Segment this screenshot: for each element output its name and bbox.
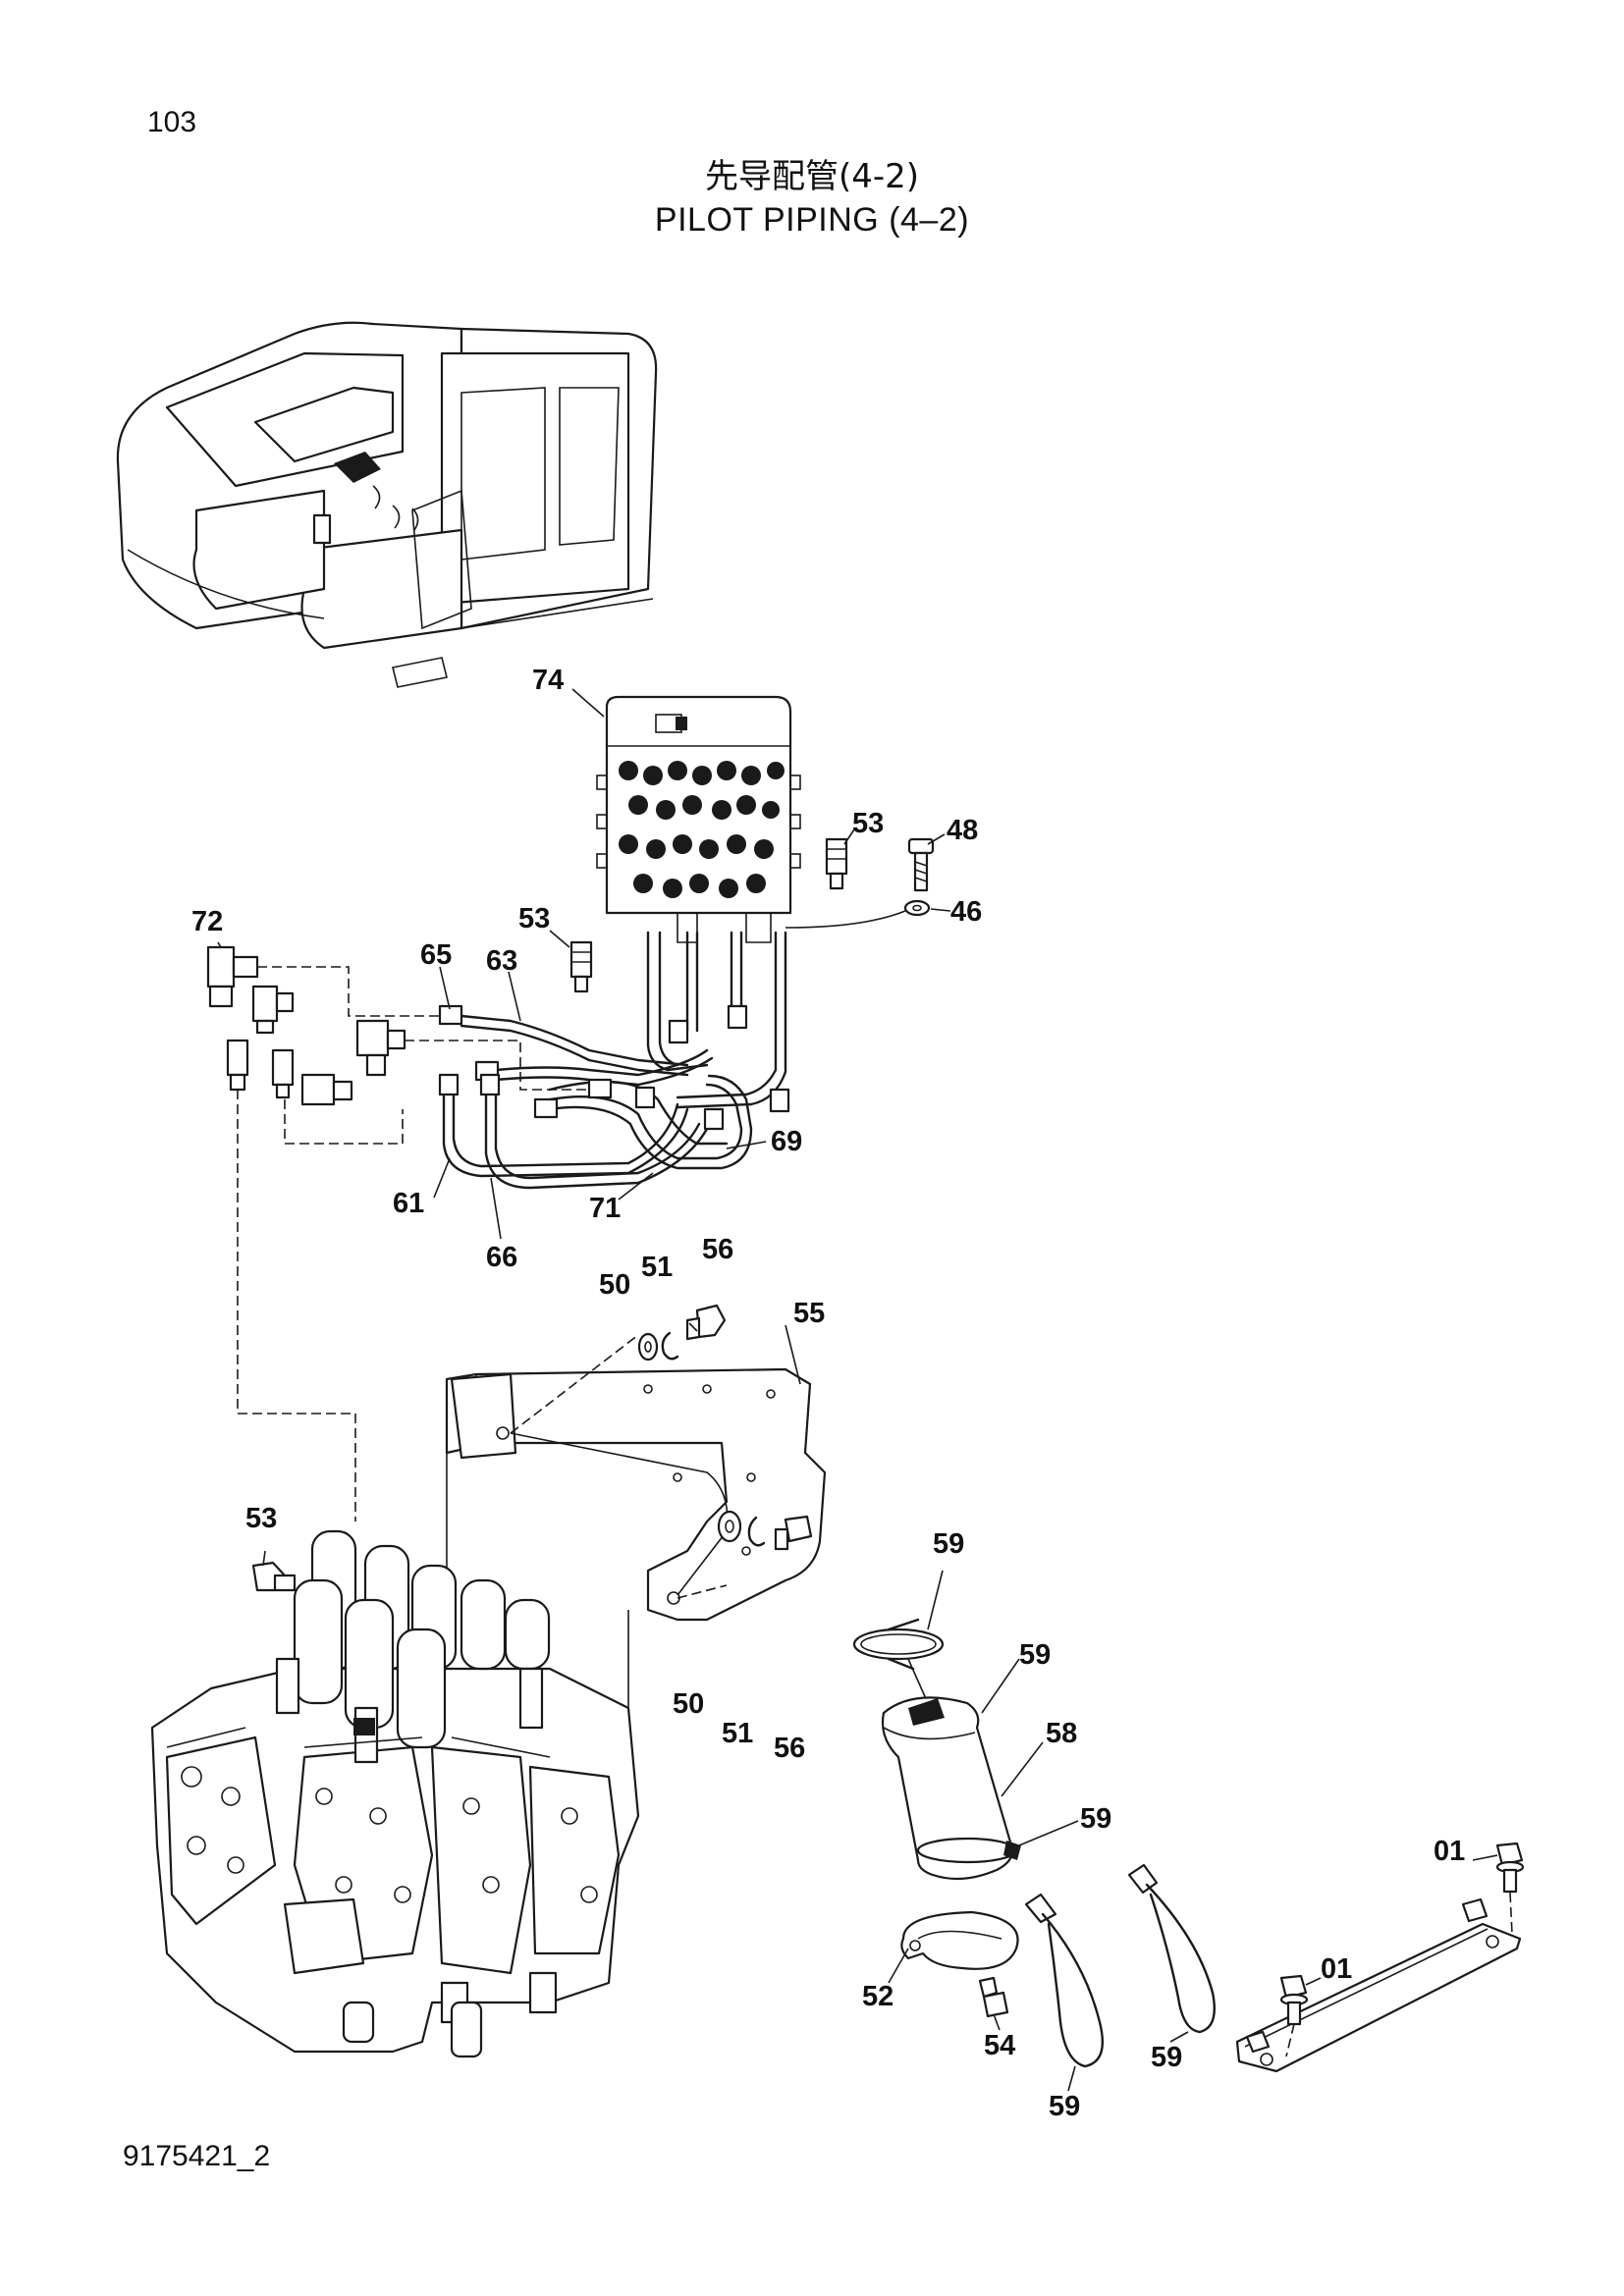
bolt-56-upper bbox=[685, 1304, 727, 1341]
clamp-59-hose-lower bbox=[916, 1837, 1021, 1864]
callout-50-upper: 50 bbox=[599, 1269, 630, 1301]
fitting-53-upper bbox=[825, 837, 848, 890]
callout-59-hose-upper: 59 bbox=[1019, 1639, 1051, 1671]
mounting-bar bbox=[1235, 1897, 1522, 2073]
hose-58 bbox=[881, 1696, 1014, 1881]
callout-56-upper: 56 bbox=[702, 1234, 733, 1265]
page-number: 103 bbox=[147, 106, 197, 138]
bolt-01-left bbox=[1279, 1974, 1309, 2026]
callout-74: 74 bbox=[532, 665, 564, 696]
callout-55: 55 bbox=[793, 1298, 825, 1329]
lock-washer-51-upper bbox=[661, 1331, 679, 1361]
lock-washer-51-lower bbox=[747, 1516, 766, 1547]
callout-53-upper: 53 bbox=[852, 808, 884, 839]
callout-53-lower: 53 bbox=[245, 1503, 277, 1534]
bolt-48 bbox=[907, 837, 935, 892]
callout-48: 48 bbox=[947, 815, 978, 846]
callout-01-right: 01 bbox=[1434, 1836, 1465, 1867]
callout-72: 72 bbox=[191, 906, 223, 937]
callout-59-tie-right: 59 bbox=[1151, 2042, 1182, 2073]
fitting-53-middle bbox=[569, 940, 593, 993]
control-valve-spools bbox=[293, 1529, 551, 1749]
callout-leader-lines bbox=[217, 688, 1498, 2092]
fitting-53-lower bbox=[251, 1561, 297, 1592]
callout-58: 58 bbox=[1046, 1718, 1077, 1749]
document-code: 9175421_2 bbox=[123, 2140, 271, 2172]
callout-numbers: 74 53 48 46 72 53 65 63 69 61 71 66 50 5… bbox=[191, 665, 1465, 2122]
callout-59-clamp-top: 59 bbox=[933, 1528, 964, 1560]
callout-01-left: 01 bbox=[1321, 1953, 1352, 1985]
pilot-valve-block bbox=[596, 695, 801, 943]
callout-63: 63 bbox=[486, 945, 517, 977]
elbow-fittings-72 bbox=[206, 945, 406, 1106]
callout-52: 52 bbox=[862, 1981, 893, 2012]
pilot-pipes bbox=[442, 931, 787, 1190]
bolt-01-right bbox=[1495, 1842, 1525, 1894]
callout-66: 66 bbox=[486, 1242, 517, 1273]
callout-59-tie-left: 59 bbox=[1049, 2091, 1080, 2122]
control-valve-assembly bbox=[150, 1529, 640, 2058]
valve-block-port-fittings bbox=[619, 761, 785, 898]
callout-53-middle: 53 bbox=[518, 903, 550, 934]
pipe-end-fittings bbox=[438, 1004, 790, 1131]
callout-50-lower: 50 bbox=[673, 1688, 704, 1720]
callout-54: 54 bbox=[984, 2030, 1015, 2061]
clamp-59-top bbox=[852, 1618, 945, 1671]
callout-56-lower: 56 bbox=[774, 1733, 805, 1764]
bolt-56-lower bbox=[774, 1515, 813, 1551]
callout-51-upper: 51 bbox=[641, 1252, 673, 1283]
callout-65: 65 bbox=[420, 939, 452, 971]
washer-46 bbox=[903, 899, 931, 917]
cable-tie-59-right bbox=[1127, 1863, 1217, 2034]
callout-71: 71 bbox=[589, 1193, 621, 1224]
callout-46: 46 bbox=[950, 896, 982, 928]
callout-69: 69 bbox=[771, 1126, 802, 1157]
excavator-upper-structure-illustration bbox=[116, 321, 658, 688]
washer-50-upper bbox=[637, 1332, 659, 1362]
callout-51-lower: 51 bbox=[722, 1718, 753, 1749]
clamp-52 bbox=[900, 1910, 1019, 1970]
washer-50-lower bbox=[717, 1510, 742, 1543]
callout-61: 61 bbox=[393, 1188, 424, 1219]
title-english: PILOT PIPING (4–2) bbox=[654, 201, 970, 239]
callout-59-hose-lower: 59 bbox=[1080, 1803, 1111, 1835]
bolt-54 bbox=[978, 1976, 1009, 2018]
cable-tie-59-left bbox=[1024, 1893, 1105, 2068]
title-chinese: 先导配管(4-2) bbox=[704, 157, 920, 196]
